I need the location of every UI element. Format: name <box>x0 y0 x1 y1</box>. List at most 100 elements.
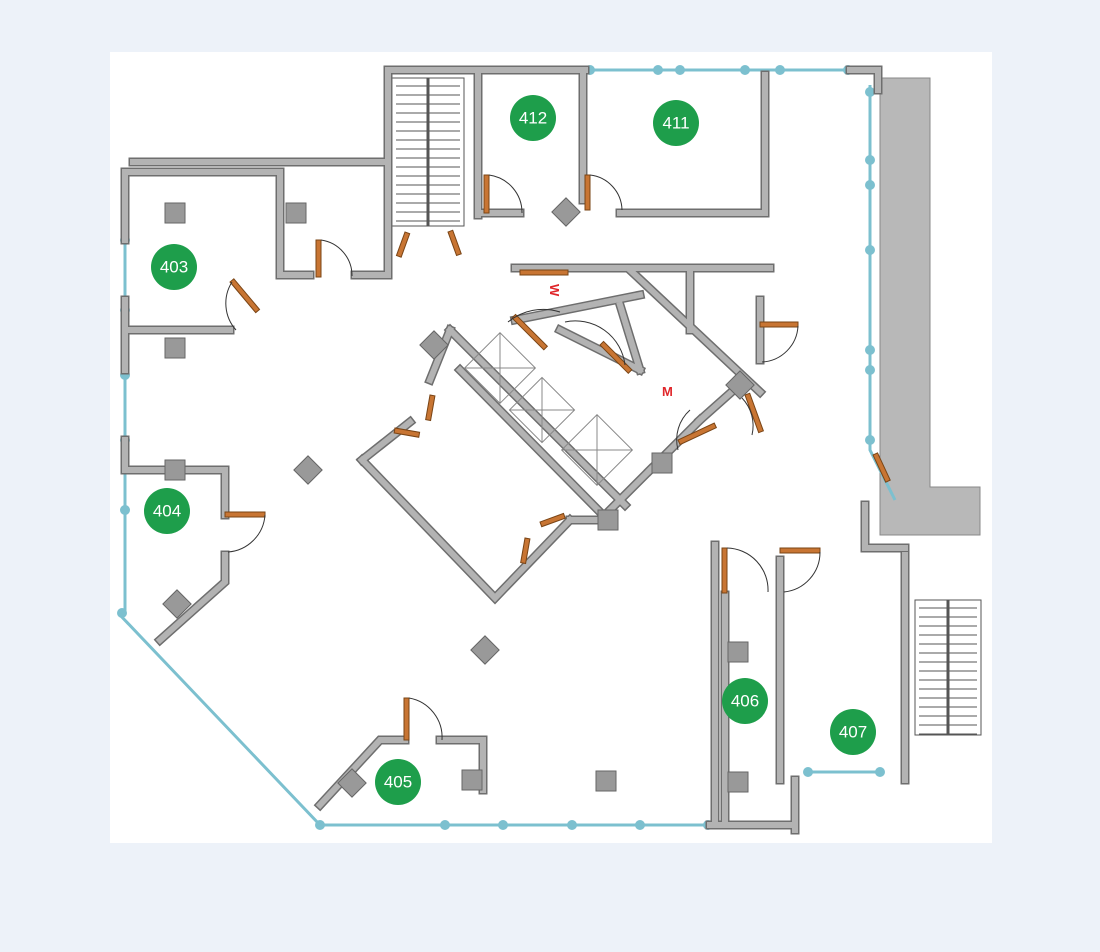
wall-fill <box>625 265 765 397</box>
wall-fill <box>426 326 454 384</box>
wall-fill <box>357 417 415 465</box>
wall-node <box>865 345 875 355</box>
column <box>164 337 186 359</box>
wall-node <box>315 820 325 830</box>
door[interactable] <box>393 427 421 438</box>
door[interactable] <box>425 394 436 422</box>
door-swing <box>741 397 754 436</box>
column <box>727 641 749 663</box>
door-swing <box>227 514 266 553</box>
door-swing <box>320 239 353 277</box>
door[interactable] <box>447 229 462 257</box>
wall-node <box>865 435 875 445</box>
wall-node <box>498 820 508 830</box>
door[interactable] <box>519 269 569 276</box>
column <box>651 452 673 474</box>
door[interactable] <box>224 511 266 518</box>
wall-fill <box>357 455 575 603</box>
wall-fill <box>155 552 228 645</box>
door[interactable] <box>599 340 633 374</box>
wall-node <box>675 65 685 75</box>
door-swing <box>488 174 523 214</box>
door[interactable] <box>395 231 411 258</box>
column <box>285 202 307 224</box>
wall-node <box>775 65 785 75</box>
room-406[interactable]: 406 <box>722 678 768 724</box>
wall-node <box>440 820 450 830</box>
room-label: 405 <box>384 773 412 792</box>
door[interactable] <box>315 239 322 278</box>
room-407[interactable]: 407 <box>830 709 876 755</box>
room-label: 403 <box>160 258 188 277</box>
room-label: 404 <box>153 502 181 521</box>
column <box>162 589 192 619</box>
door-swing <box>408 697 443 741</box>
door-swing <box>726 547 769 593</box>
wall-fill <box>437 737 486 793</box>
door[interactable] <box>779 547 821 554</box>
door[interactable] <box>872 452 891 483</box>
wall <box>355 453 577 605</box>
door[interactable] <box>759 321 799 328</box>
door[interactable] <box>511 313 549 351</box>
stairs-right <box>914 599 982 736</box>
column <box>419 330 449 360</box>
column <box>293 455 323 485</box>
door[interactable] <box>721 547 728 594</box>
door[interactable] <box>403 697 410 741</box>
door[interactable] <box>520 537 531 565</box>
column <box>595 770 617 792</box>
wall-node <box>117 608 127 618</box>
column <box>727 771 749 793</box>
door-swing <box>761 325 799 363</box>
door[interactable] <box>744 392 765 434</box>
column <box>597 509 619 531</box>
wall-node <box>875 767 885 777</box>
wall-node <box>653 65 663 75</box>
column <box>337 768 367 798</box>
wall-node <box>865 180 875 190</box>
room-label: 406 <box>731 692 759 711</box>
column <box>164 202 186 224</box>
wall-fill <box>445 325 630 510</box>
wall-fill <box>616 301 644 374</box>
room-411[interactable]: 411 <box>653 100 699 146</box>
door[interactable] <box>483 174 490 214</box>
restroom-women-label: W <box>547 284 562 297</box>
room-412[interactable]: 412 <box>510 95 556 141</box>
door[interactable] <box>677 422 718 446</box>
stairs-top <box>391 77 465 227</box>
column <box>470 635 500 665</box>
wall-node <box>803 767 813 777</box>
wall-node <box>865 155 875 165</box>
wall-node <box>740 65 750 75</box>
interior-walls <box>120 65 910 835</box>
wall-node <box>120 505 130 515</box>
door[interactable] <box>584 174 591 211</box>
column <box>551 197 581 227</box>
wall-fill <box>555 325 645 375</box>
wall-node <box>865 365 875 375</box>
room-label: 411 <box>662 114 689 133</box>
door[interactable] <box>229 278 261 314</box>
column <box>164 459 186 481</box>
wall-node <box>865 87 875 97</box>
doors <box>224 174 891 741</box>
column <box>461 769 483 791</box>
structural-core <box>879 77 981 536</box>
door-swing <box>589 174 623 211</box>
door-swing <box>225 281 237 331</box>
room-404[interactable]: 404 <box>144 488 190 534</box>
door-swing <box>676 409 691 451</box>
columns <box>162 197 755 798</box>
room-403[interactable]: 403 <box>151 244 197 290</box>
room-label: 412 <box>519 109 547 128</box>
room-405[interactable]: 405 <box>375 759 421 805</box>
restroom-men-label: M <box>662 384 673 399</box>
door-swing <box>564 320 626 366</box>
wall-node <box>635 820 645 830</box>
wall-fill <box>511 291 644 324</box>
door-swing <box>507 308 561 323</box>
door[interactable] <box>539 512 566 528</box>
floor-plan-drawing: W M 403 404 405 406 407 411 412 <box>117 65 982 835</box>
